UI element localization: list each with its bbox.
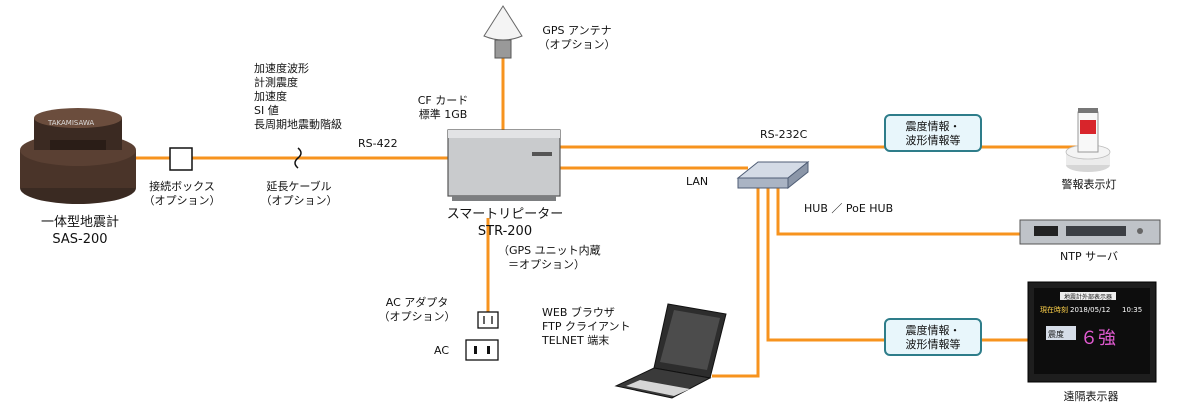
callout-bottom: 震度情報・ 波形情報等 bbox=[884, 318, 982, 356]
callout-bottom-line2: 波形情報等 bbox=[905, 338, 961, 351]
gps-antenna-device bbox=[483, 5, 523, 59]
cable-laptop bbox=[712, 188, 760, 378]
ac-outlet bbox=[465, 339, 499, 361]
output-line3: 加速度 bbox=[254, 90, 287, 103]
extension-cable-label: 延長ケーブル （オプション） bbox=[252, 180, 346, 208]
cable-ntp bbox=[776, 188, 1020, 236]
extension-cable-line1: 延長ケーブル bbox=[266, 180, 332, 193]
callout-bottom-line1: 震度情報・ bbox=[905, 324, 961, 337]
warning-light-label: 警報表示灯 bbox=[1061, 178, 1117, 191]
cf-card-line2: 標準 1GB bbox=[418, 108, 468, 121]
repeater-gps-note: （GPS ユニット内蔵 ＝オプション） bbox=[498, 244, 601, 272]
hub-label: HUB ／ PoE HUB bbox=[804, 202, 894, 215]
remote-display-time: 10:35 bbox=[1122, 306, 1142, 314]
callout-top: 震度情報・ 波形情報等 bbox=[884, 114, 982, 152]
remote-display-device bbox=[1027, 281, 1157, 383]
junction-box-label: 接続ボックス （オプション） bbox=[136, 180, 228, 208]
remote-display-header-text: 地震計外部表示器 bbox=[1064, 293, 1112, 301]
callout-top-line2: 波形情報等 bbox=[905, 134, 961, 147]
ac-label: AC bbox=[434, 344, 450, 357]
seismometer-device bbox=[20, 108, 136, 204]
ac-adapter-line1: AC アダプタ bbox=[385, 296, 449, 309]
junction-box bbox=[169, 147, 193, 171]
gps-antenna-label: GPS アンテナ （オプション） bbox=[536, 24, 618, 52]
ac-adapter-device bbox=[477, 311, 499, 329]
remote-display-intensity-label: 震度 bbox=[1048, 329, 1064, 339]
remote-display-intensity-value: ６強 bbox=[1080, 328, 1116, 349]
remote-display-date: 2018/05/12 bbox=[1070, 306, 1110, 314]
cables bbox=[132, 58, 1078, 378]
outputs-list: 加速度波形 計測震度 加速度 SI 値 長周期地震動階級 bbox=[254, 62, 342, 132]
ntp-server-label: NTP サーバ bbox=[1060, 250, 1118, 263]
cable-rs422-label: RS-422 bbox=[358, 137, 398, 150]
seismometer-name: 一体型地震計 bbox=[40, 215, 119, 230]
extension-break-icon bbox=[294, 147, 302, 169]
ac-adapter-label: AC アダプタ （オプション） bbox=[372, 296, 462, 324]
repeater-gps-line1: （GPS ユニット内蔵 bbox=[498, 244, 601, 257]
remote-display-time-label: 現在時刻 bbox=[1040, 305, 1068, 314]
repeater-device bbox=[447, 129, 561, 201]
laptop-line2: FTP クライアント bbox=[542, 320, 631, 333]
gps-antenna-line2: （オプション） bbox=[538, 38, 616, 51]
callout-top-line1: 震度情報・ bbox=[905, 120, 961, 133]
ac-adapter-line2: （オプション） bbox=[378, 310, 456, 323]
output-line2: 計測震度 bbox=[254, 76, 298, 89]
laptop-line3: TELNET 端末 bbox=[542, 334, 610, 347]
warning-light-device bbox=[1065, 108, 1111, 172]
junction-box-line1: 接続ボックス bbox=[149, 180, 215, 193]
repeater-gps-line2: ＝オプション） bbox=[508, 258, 585, 271]
extension-cable-line2: （オプション） bbox=[260, 194, 338, 207]
remote-display-label: 遠隔表示器 bbox=[1063, 390, 1119, 403]
output-line5: 長周期地震動階級 bbox=[254, 118, 342, 131]
cf-card-line1: CF カード bbox=[417, 94, 469, 107]
repeater-model: STR-200 bbox=[477, 224, 533, 239]
repeater-name: スマートリピーター bbox=[446, 207, 564, 222]
laptop-line1: WEB ブラウザ bbox=[542, 306, 615, 319]
ntp-server-device bbox=[1019, 219, 1161, 245]
gps-antenna-line1: GPS アンテナ bbox=[542, 24, 612, 37]
output-line4: SI 値 bbox=[254, 104, 279, 117]
repeater-label: スマートリピーター STR-200 bbox=[420, 206, 590, 240]
cable-rs232c-label: RS-232C bbox=[760, 128, 808, 141]
cf-card-label: CF カード 標準 1GB bbox=[408, 94, 478, 122]
seismometer-label: 一体型地震計 SAS-200 bbox=[20, 214, 140, 248]
junction-box-line2: （オプション） bbox=[143, 194, 221, 207]
seismometer-model: SAS-200 bbox=[52, 232, 108, 247]
laptop-device bbox=[614, 303, 727, 399]
seismometer-brand: TAKAMISAWA bbox=[48, 119, 95, 127]
output-line1: 加速度波形 bbox=[254, 62, 309, 75]
laptop-label: WEB ブラウザ FTP クライアント TELNET 端末 bbox=[542, 306, 631, 348]
cable-lan-label: LAN bbox=[686, 175, 709, 188]
hub-device bbox=[736, 160, 810, 190]
